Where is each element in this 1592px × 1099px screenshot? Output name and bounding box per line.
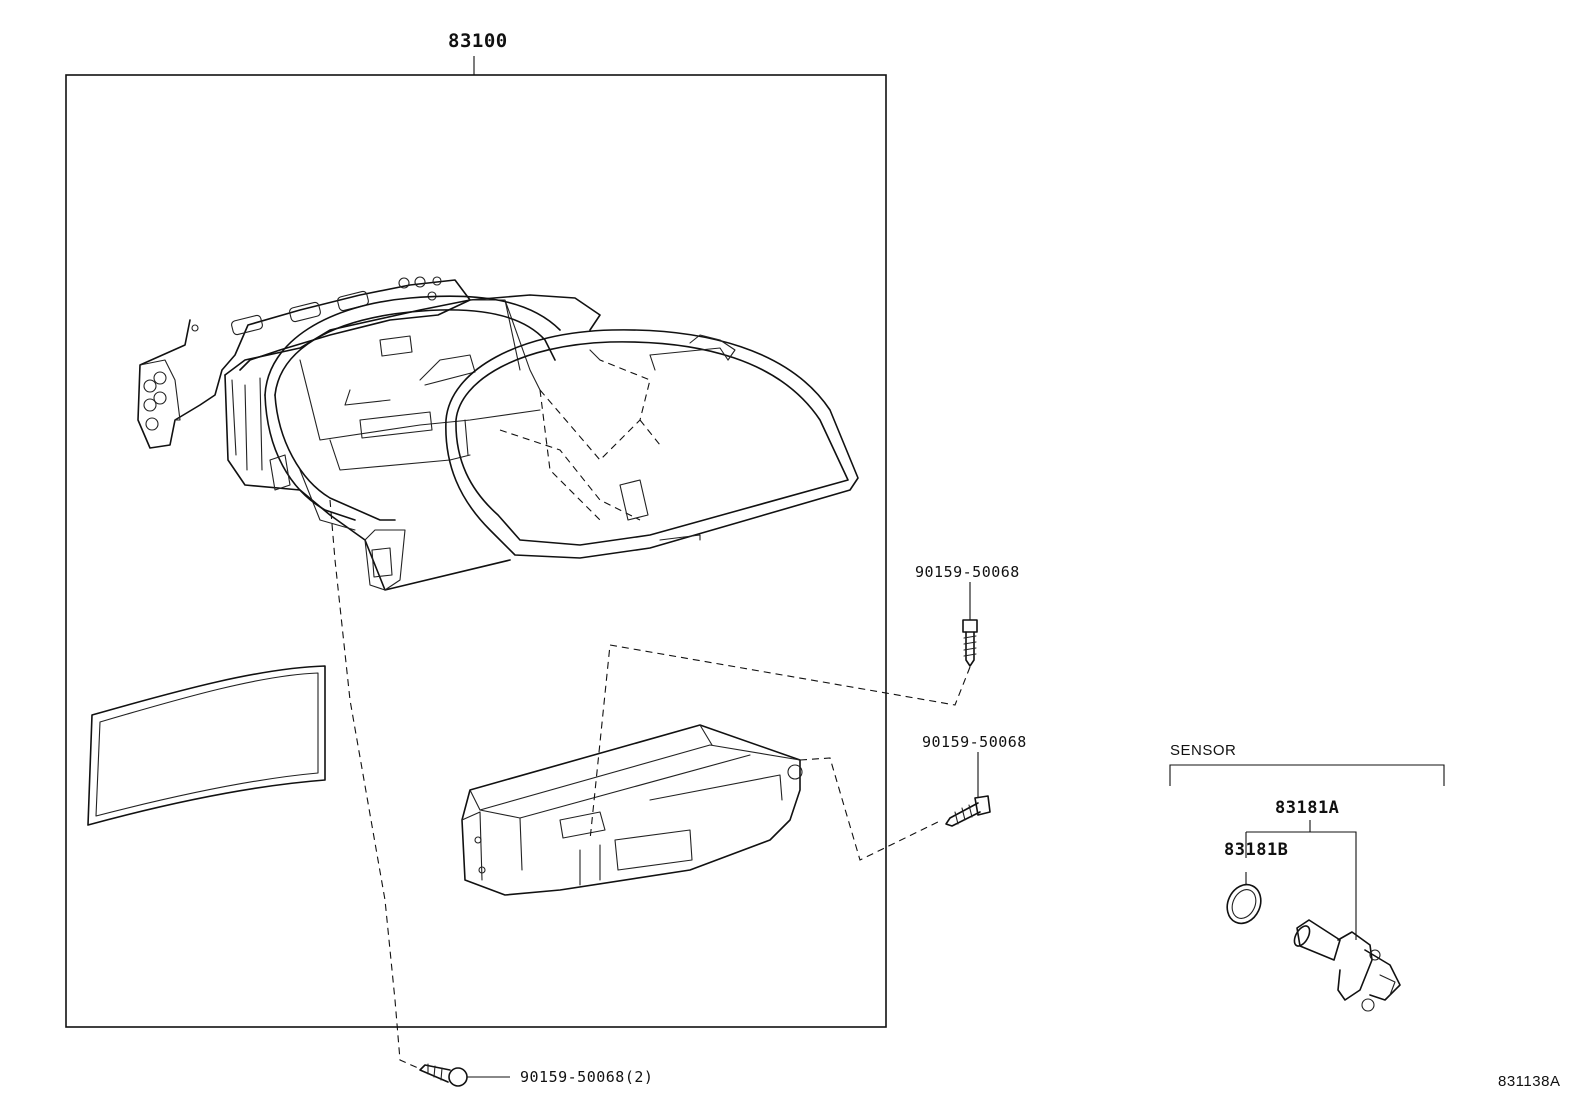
figure-id: 831138A xyxy=(1498,1073,1561,1090)
assembly-line-top xyxy=(589,644,971,841)
sensor-group-label: SENSOR xyxy=(1170,742,1237,759)
meter-unit xyxy=(461,724,803,896)
screw-mid xyxy=(945,795,991,827)
sensor-bracket xyxy=(1169,764,1445,786)
meter-housing xyxy=(137,276,859,591)
meter-lens xyxy=(87,665,326,826)
assembly-part-number: 83100 xyxy=(448,30,508,52)
oring-part-number: 83181B xyxy=(1224,840,1289,860)
screw-top xyxy=(962,619,978,667)
assembly-line-mid xyxy=(799,757,943,861)
assembly-line-bottom xyxy=(329,499,419,1069)
speed-sensor xyxy=(1293,919,1401,1012)
screw-bottom xyxy=(419,1063,468,1087)
o-ring xyxy=(1226,883,1262,925)
screw-part-number-top: 90159-50068 xyxy=(915,563,1020,581)
screw-part-number-bottom: 90159-50068(2) xyxy=(520,1068,654,1086)
assembly-frame xyxy=(65,74,887,1028)
sensor-part-number: 83181A xyxy=(1275,798,1340,818)
screw-part-number-mid: 90159-50068 xyxy=(922,733,1027,751)
sensor-leader xyxy=(1245,820,1357,940)
